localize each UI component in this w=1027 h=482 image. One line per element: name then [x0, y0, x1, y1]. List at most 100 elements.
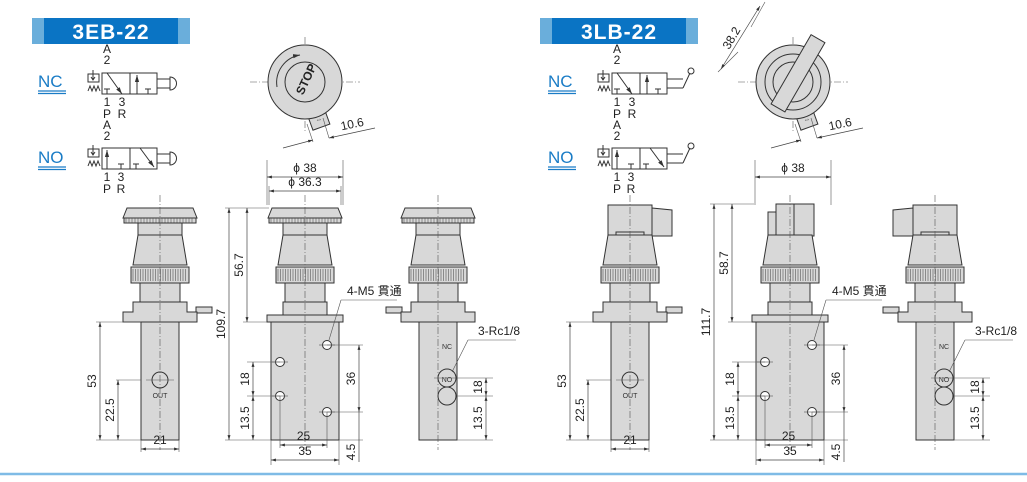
no-port-label: NO [442, 377, 453, 384]
mount-callout: 4-M5 貫通 [832, 284, 887, 298]
dim-hole-width: 25 [765, 429, 812, 447]
dim-body-height: 53 [85, 322, 102, 440]
dim-hole-bottom-label: 13.5 [723, 406, 737, 430]
dim-hole-bottom-label: 13.5 [238, 406, 252, 430]
port-r-label: R [117, 182, 126, 196]
dim-port-bottom: 13.5 [471, 396, 488, 440]
dim-hole-span-label: 36 [344, 372, 358, 386]
nc-valve-symbol [597, 67, 695, 95]
port-2-label: 2 [104, 129, 111, 143]
dim-total-height-label: 111.7 [699, 308, 713, 337]
side-view-out: OUT 53 22.5 21 [85, 195, 213, 452]
ports-callout: 3-Rc1/8 [478, 324, 520, 338]
port-2-label: 2 [614, 129, 621, 143]
tab-arrow-icon: ⇔ [314, 116, 323, 125]
no-label: NO [548, 148, 574, 167]
port-p-label: P [613, 107, 621, 121]
dim-port-bottom-label: 13.5 [968, 406, 982, 430]
dim-body-height: 53 [555, 322, 572, 440]
dim-hole-bottom: 13.5 [723, 396, 740, 440]
dim-phi-outer-label: ϕ 38 [293, 161, 317, 175]
port-r-label: R [118, 107, 127, 121]
nc-label: NC [548, 72, 573, 91]
dim-head-height: 58.7 [717, 204, 734, 322]
port-r-label: R [627, 182, 636, 196]
side-view-ports: NCNONO1813.53-Rc1/8 [385, 195, 520, 450]
dim-port-pitch-label: 18 [968, 380, 982, 394]
dim-side-width: 21 [611, 433, 649, 451]
dim-port-pitch: 18 [471, 378, 488, 396]
nc-port-label: NC [442, 344, 452, 351]
dim-phi-inner: ϕ 36.3 [269, 175, 341, 193]
port-r-label: R [628, 107, 637, 121]
top-view: ⇔38.210.6ϕ 38 [717, 1, 864, 205]
dim-phi-outer: ϕ 38 [267, 161, 343, 179]
port-3-label: 3 [628, 170, 635, 184]
port-1-label: 1 [614, 95, 621, 109]
port-1-label: 1 [104, 95, 111, 109]
port-1-label: 1 [614, 170, 621, 184]
ports-callout: 3-Rc1/8 [975, 324, 1017, 338]
nc-label: NC [38, 72, 63, 91]
dim-phi-outer-label: ϕ 38 [781, 161, 805, 175]
side-view-out: OUT 53 22.5 21 [555, 195, 683, 452]
dim-hole-pitch: 18 [723, 362, 740, 396]
port-a-label: A [613, 42, 621, 56]
dim-hole-width: 25 [280, 429, 327, 447]
nc-valve-symbol [87, 70, 177, 95]
dim-port-bottom: 13.5 [968, 396, 985, 440]
no-label: NO [38, 148, 64, 167]
mount-callout: 4-M5 貫通 [347, 284, 402, 298]
dim-head-height-label: 56.7 [232, 253, 246, 277]
dim-tab: 10.6 [339, 115, 365, 134]
dim-body-height-label: 53 [555, 374, 569, 388]
dim-out-height: 22.5 [573, 380, 590, 440]
nc-port-label: NC [939, 344, 949, 351]
no-valve-symbol [597, 142, 695, 170]
dim-body-width: 35 [756, 444, 824, 462]
dim-hole-offset: 4.5 [344, 443, 358, 460]
port-p-label: P [103, 182, 111, 196]
dim-hole-span: 36 [829, 345, 846, 412]
dim-hole-bottom: 13.5 [238, 396, 255, 440]
dim-phi-outer: ϕ 38 [755, 161, 831, 179]
dim-hole-width-label: 25 [297, 429, 311, 443]
tab-arrow-icon: ⇔ [802, 116, 811, 125]
dim-hole-offset: 4.5 [829, 443, 843, 460]
dim-body-height-label: 53 [85, 374, 99, 388]
port-p-label: P [613, 182, 621, 196]
dim-port-pitch: 18 [968, 378, 985, 396]
model-title-bar: 3EB-22 [32, 18, 190, 44]
no-port [437, 386, 457, 406]
dim-side-width-label: 21 [153, 433, 167, 447]
dim-phi-inner-label: ϕ 36.3 [288, 175, 322, 189]
dim-head-height: 56.7 [232, 208, 249, 322]
dim-out-height: 22.5 [103, 380, 120, 440]
dim-total-height-label: 109.7 [214, 309, 228, 339]
dim-port-bottom-label: 13.5 [471, 406, 485, 430]
dim-hole-pitch-label: 18 [723, 372, 737, 386]
dim-body-width: 35 [271, 444, 339, 462]
port-1-label: 1 [104, 170, 111, 184]
dim-out-height-label: 22.5 [573, 398, 587, 422]
dim-head-height-label: 58.7 [717, 251, 731, 275]
no-valve-symbol [87, 145, 177, 170]
dim-side-width: 21 [141, 433, 179, 451]
out-port-label: OUT [153, 393, 169, 400]
dim-body-width-label: 35 [298, 444, 312, 458]
dim-out-height-label: 22.5 [103, 398, 117, 422]
port-3-label: 3 [629, 95, 636, 109]
port-a-label: A [613, 118, 621, 132]
no-port [934, 386, 954, 406]
port-p-label: P [103, 107, 111, 121]
dim-hole-pitch-label: 18 [238, 372, 252, 386]
out-port-label: OUT [623, 393, 639, 400]
model-title: 3EB-22 [72, 21, 149, 44]
port-a-label: A [103, 118, 111, 132]
model-title-bar: 3LB-22 [540, 18, 698, 44]
